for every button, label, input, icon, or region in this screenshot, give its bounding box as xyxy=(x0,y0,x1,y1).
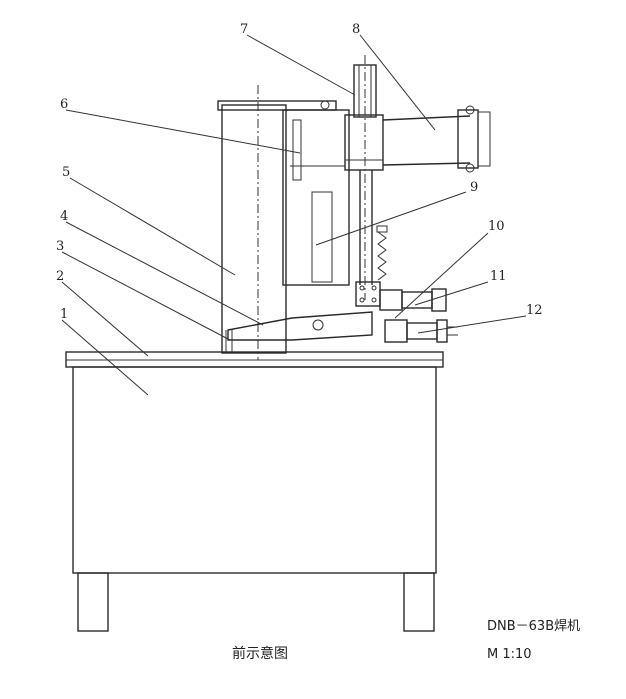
callout-1: 1 xyxy=(60,307,68,322)
callout-8: 8 xyxy=(352,22,360,37)
callout-labels: 1 2 3 4 5 6 7 8 9 10 11 12 xyxy=(56,22,543,322)
lever-arm xyxy=(225,281,381,352)
leader-lines xyxy=(61,34,527,396)
callout-7: 7 xyxy=(240,22,248,37)
callout-9: 9 xyxy=(470,180,478,195)
callout-5: 5 xyxy=(62,165,70,180)
scale-label: M 1:10 xyxy=(487,647,532,662)
callout-12: 12 xyxy=(526,303,543,318)
callout-4: 4 xyxy=(60,209,68,224)
model-label: DNB－63B焊机 xyxy=(487,618,580,634)
cylinder-assembly xyxy=(290,55,491,300)
electrode-rod xyxy=(359,170,388,285)
column-body xyxy=(217,85,350,360)
callout-3: 3 xyxy=(56,239,64,254)
cabinet-base xyxy=(65,351,444,632)
clamp-jaws xyxy=(379,288,458,343)
callout-2: 2 xyxy=(56,269,64,284)
callout-11: 11 xyxy=(490,269,507,284)
callout-10: 10 xyxy=(488,219,505,234)
diagram-caption: 前示意图 xyxy=(232,645,288,662)
callout-6: 6 xyxy=(60,97,68,112)
